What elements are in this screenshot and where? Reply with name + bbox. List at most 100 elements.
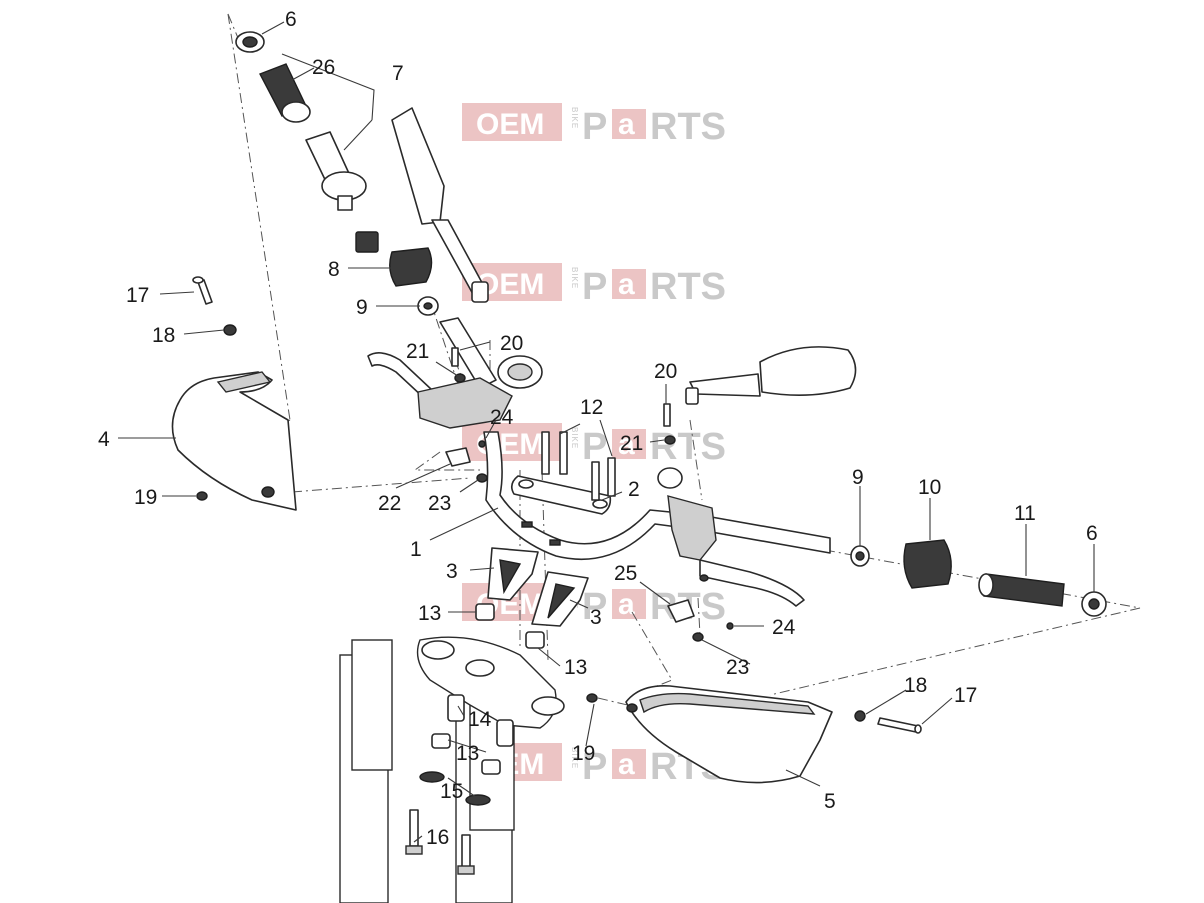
svg-text:RTS: RTS	[650, 266, 726, 308]
fork-stanchion-left	[351, 639, 393, 771]
clutch-lever-assembly	[367, 317, 543, 429]
svg-text:BIKE: BIKE	[570, 107, 579, 129]
callout-labels: 6 26 7 8 9 17 18 20 21 4 24 12 20 21 19 …	[98, 8, 1098, 849]
bolt-12c	[591, 461, 600, 501]
callout-21-left: 21	[406, 340, 429, 363]
part-16-bolts	[405, 809, 475, 875]
callout-23-left: 23	[428, 492, 451, 515]
part-8-switch-left	[355, 231, 433, 287]
mirror-left	[391, 107, 489, 303]
brake-lever	[699, 559, 805, 607]
leader-lines	[118, 21, 1095, 843]
mirror-right-head	[759, 346, 857, 396]
part-24-bolt-right	[726, 622, 734, 630]
reservoir-right	[657, 467, 683, 489]
spacer-14b	[496, 719, 514, 747]
bolt-12d	[607, 457, 616, 497]
part-7-throttle-tube	[305, 131, 367, 211]
callout-22: 22	[378, 492, 401, 515]
callout-11: 11	[1014, 502, 1036, 525]
part-2-upper-clamp	[510, 475, 612, 515]
callout-10: 10	[918, 476, 941, 499]
bolt-16b-head	[457, 865, 475, 875]
handlebar-mark-a	[521, 521, 533, 528]
part-20-screw-right	[663, 403, 671, 427]
callout-25: 25	[614, 562, 637, 585]
part-5-handguard-right	[625, 685, 833, 784]
callout-20-right: 20	[654, 360, 677, 383]
part-9-spacer-right	[850, 545, 870, 567]
svg-text:P: P	[582, 426, 607, 468]
clamp-bore-left	[421, 640, 455, 660]
part-26-grip-left	[259, 63, 311, 123]
svg-text:a: a	[618, 748, 635, 781]
svg-text:BIKE: BIKE	[570, 427, 579, 449]
callout-17-right: 17	[954, 684, 977, 707]
part-11-grip-right	[978, 573, 1065, 607]
svg-text:BIKE: BIKE	[570, 747, 579, 769]
callout-4: 4	[98, 428, 110, 451]
part-3-risers	[487, 547, 589, 627]
bolt-16a	[409, 809, 419, 847]
callout-6-top: 6	[285, 8, 297, 31]
svg-text:a: a	[618, 428, 635, 461]
callout-18-right: 18	[904, 674, 927, 697]
switch-housing-left	[389, 247, 433, 287]
switch-housing-right	[903, 539, 952, 589]
clamp-bore-right	[531, 696, 565, 716]
part-9-spacer-left	[417, 296, 439, 316]
callout-24-left: 24	[490, 406, 514, 429]
part-23-nut-right	[692, 632, 704, 642]
part-19-screw-left	[196, 491, 208, 501]
part-18-washer-left	[223, 324, 237, 336]
part-25-clip-right	[667, 599, 695, 623]
callout-12: 12	[580, 396, 603, 419]
part-22-clip-left	[445, 447, 471, 467]
callout-5: 5	[824, 790, 836, 813]
part-21-washer-right	[664, 435, 676, 445]
part-24-bolt-left	[478, 440, 486, 448]
bushing-13a	[475, 603, 495, 621]
callout-14: 14	[468, 708, 492, 731]
part-13-bushings-lower	[431, 733, 501, 775]
callout-18-left: 18	[152, 324, 175, 347]
watermark-1: OEM BIKE P a RTS	[462, 103, 726, 148]
part-18-washer-right	[854, 710, 866, 722]
callout-13-a: 13	[418, 602, 441, 625]
svg-text:RTS: RTS	[650, 106, 726, 148]
callout-15: 15	[440, 780, 463, 803]
callout-21-right: 21	[620, 432, 643, 455]
part-10-switch-right	[903, 539, 952, 589]
svg-text:a: a	[618, 268, 635, 301]
bolt-12a	[541, 431, 550, 475]
callout-3-left: 3	[446, 560, 458, 583]
callout-24-right: 24	[772, 616, 796, 639]
mirror-left-head	[391, 107, 445, 225]
callout-8: 8	[328, 258, 340, 281]
handguard-left	[171, 371, 297, 511]
callout-19-left: 19	[134, 486, 157, 509]
svg-text:RTS: RTS	[650, 426, 726, 468]
watermark-2: OEM BIKE P a RTS	[462, 263, 726, 308]
callout-23-right: 23	[726, 656, 749, 679]
part-13-bushings-upper	[475, 603, 545, 649]
upper-clamp-body	[510, 475, 612, 515]
part-23-nut-left	[476, 473, 488, 483]
svg-text:OEM: OEM	[476, 108, 544, 141]
callout-3-right: 3	[590, 606, 602, 629]
screw-20-right	[663, 403, 671, 427]
bushing-13d	[481, 759, 501, 775]
part-4-handguard-left	[171, 371, 297, 511]
svg-text:P: P	[582, 746, 607, 788]
svg-text:BIKE: BIKE	[570, 267, 579, 289]
callout-2: 2	[628, 478, 640, 501]
switch-connector	[355, 231, 379, 253]
callout-16: 16	[426, 826, 449, 849]
part-19-screw-right	[586, 693, 598, 703]
bushing-13b	[525, 631, 545, 649]
svg-text:a: a	[618, 588, 635, 621]
handlebar-mark-b	[549, 539, 561, 546]
svg-text:a: a	[618, 108, 635, 141]
spacer-14a	[447, 694, 465, 722]
